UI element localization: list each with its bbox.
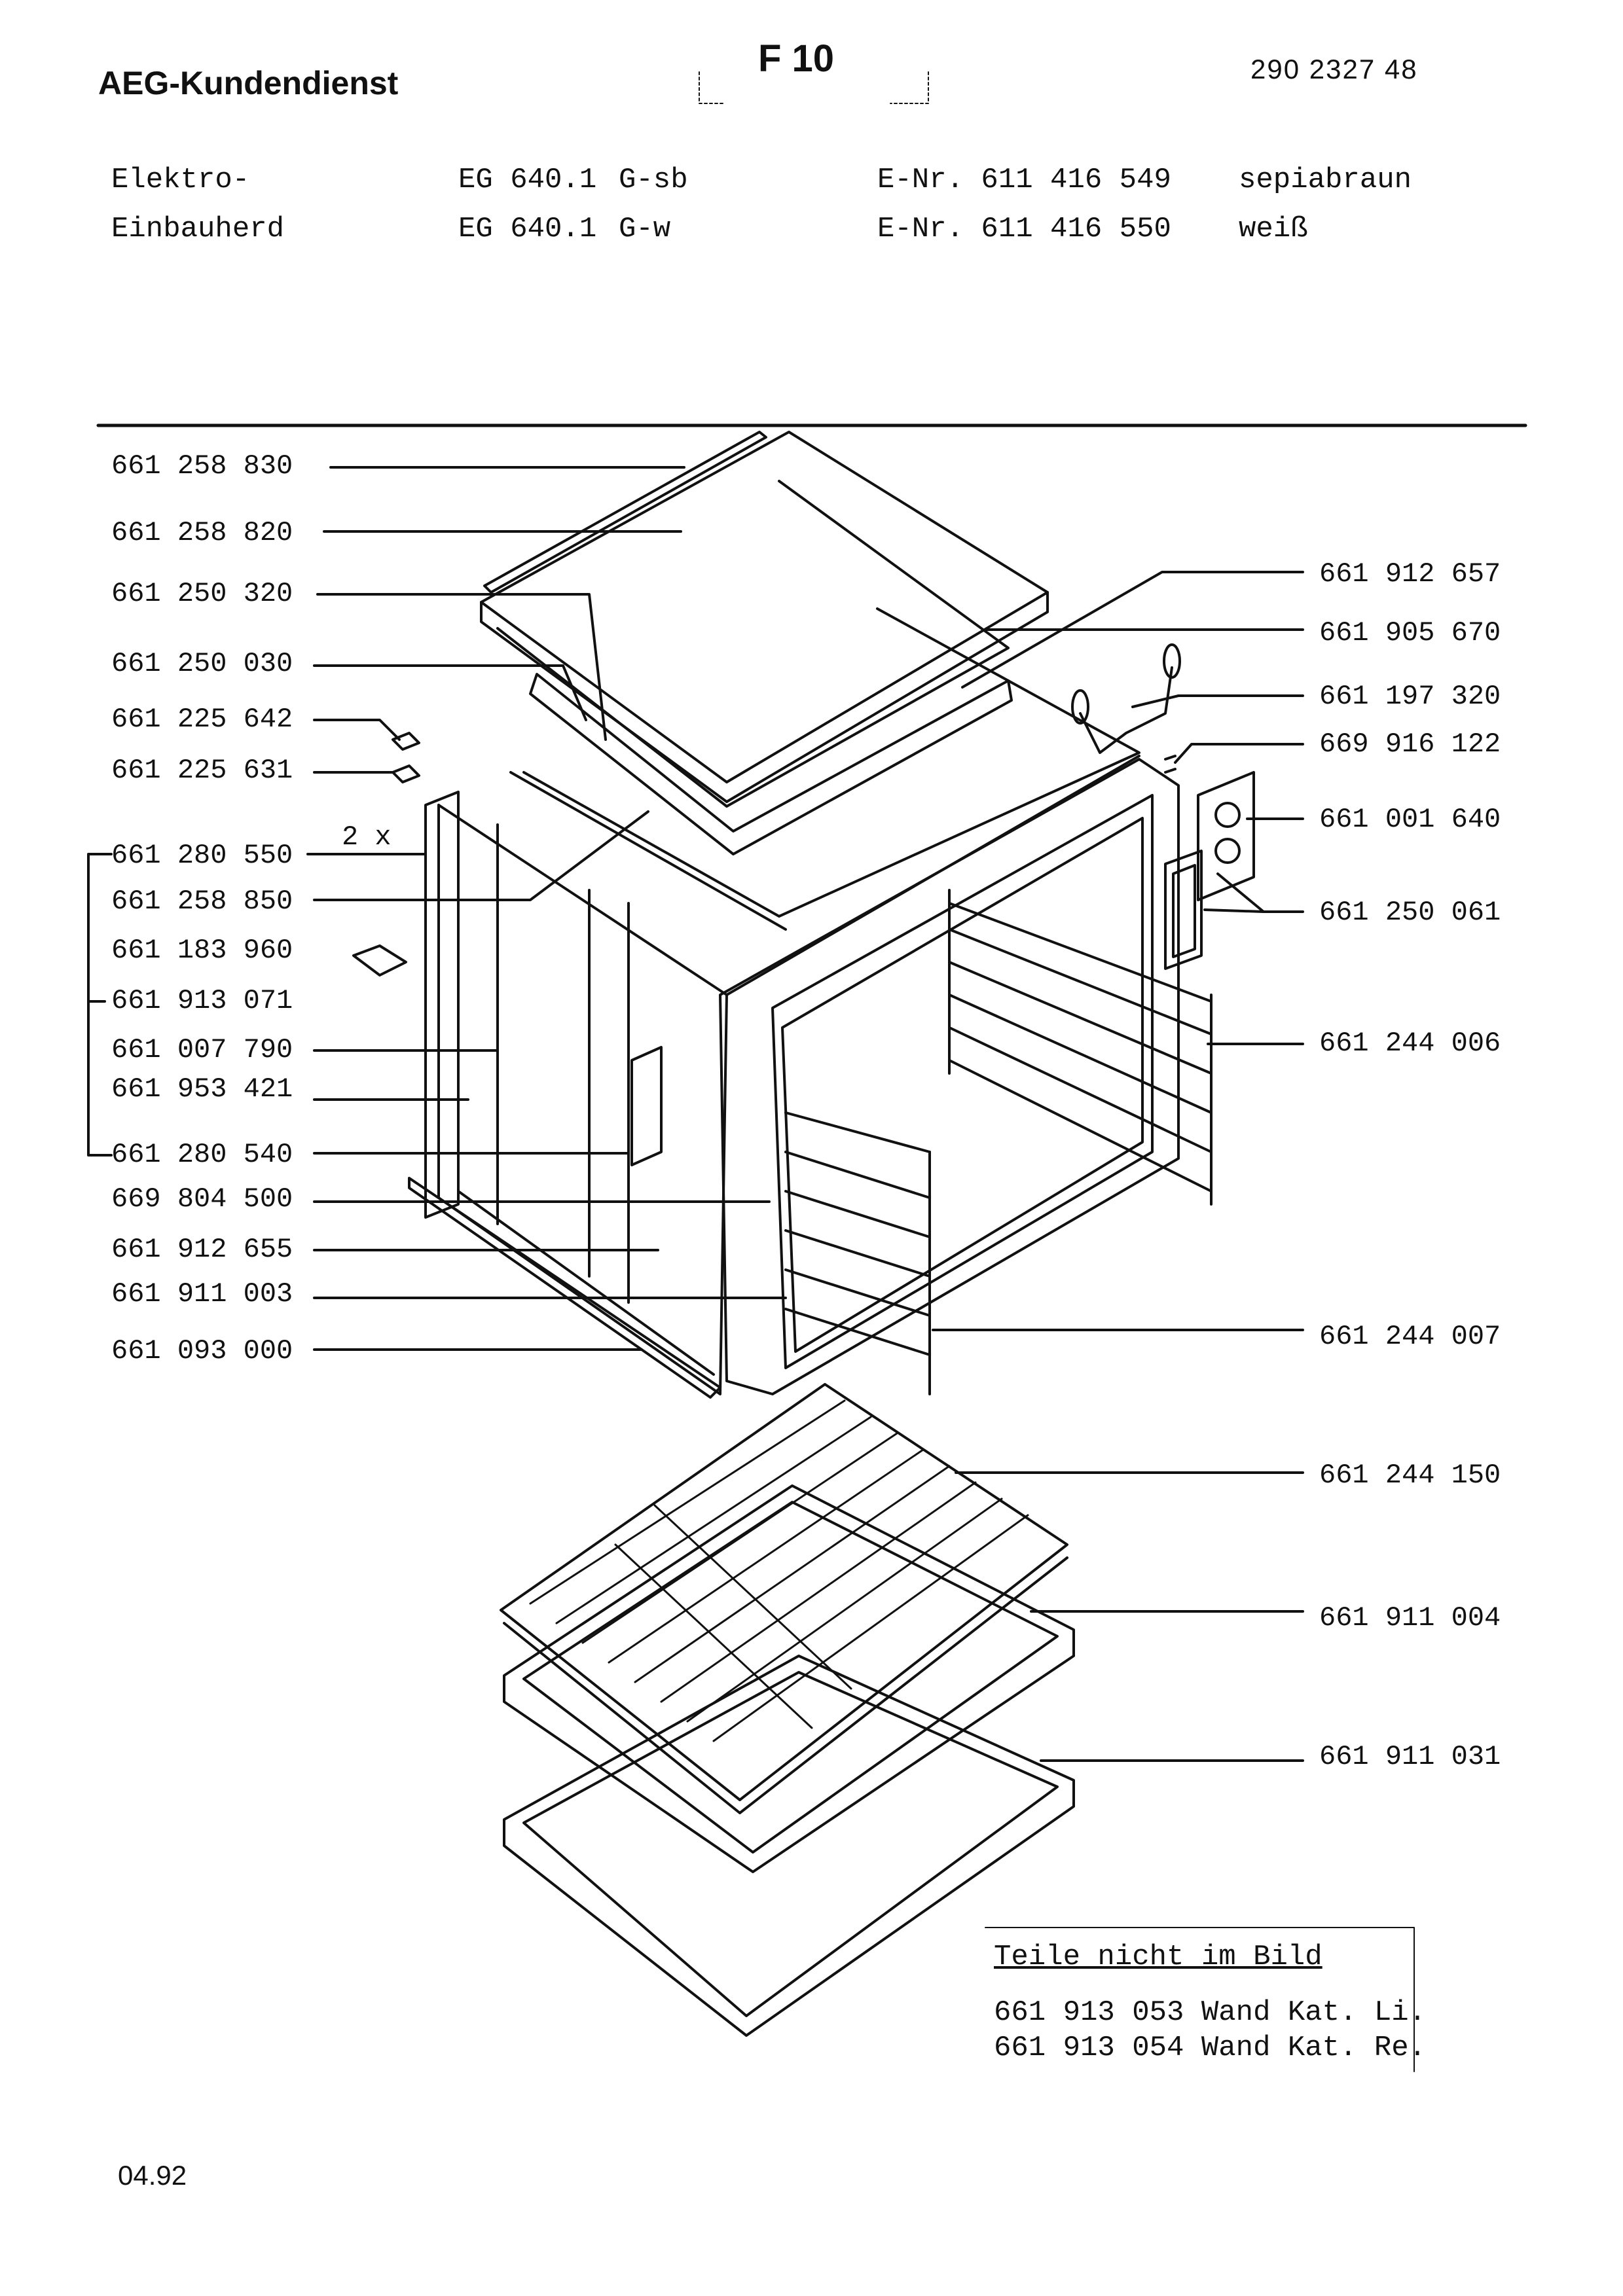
- model-variant-2: G-w: [619, 213, 671, 245]
- part-label-right-8: 661 244 007: [1319, 1321, 1501, 1352]
- part-label-left-12: 661 953 421: [111, 1073, 293, 1105]
- sheet-code: F 10: [758, 37, 835, 80]
- model-number-2: EG 640.1: [458, 213, 597, 245]
- model-enr-1: E-Nr. 611 416 549: [877, 164, 1171, 196]
- part-label-right-11: 661 911 031: [1319, 1741, 1501, 1772]
- part-label-left-5: 661 225 642: [111, 704, 293, 735]
- part-label-left-9: 661 183 960: [111, 935, 293, 966]
- part-label-left-3: 661 250 320: [111, 578, 293, 609]
- model-enr-2: E-Nr. 611 416 550: [877, 213, 1171, 245]
- model-color-1: sepiabraun: [1239, 164, 1412, 196]
- part-label-left-1: 661 258 830: [111, 450, 293, 482]
- part-label-left-10: 661 913 071: [111, 985, 293, 1016]
- model-type-1: Elektro-: [111, 164, 250, 196]
- document-number: 290 2327 48: [1250, 54, 1418, 84]
- part-label-left-17: 661 093 000: [111, 1335, 293, 1367]
- part-label-right-3: 661 197 320: [1319, 681, 1501, 712]
- notes-line-1: 661 913 053 Wand Kat. Li.: [994, 1996, 1427, 2029]
- part-label-left-7: 661 280 550: [111, 840, 293, 871]
- part-label-right-7: 661 244 006: [1319, 1028, 1501, 1059]
- part-label-right-10: 661 911 004: [1319, 1602, 1501, 1634]
- part-label-left-6: 661 225 631: [111, 755, 293, 786]
- model-color-2: weiß: [1239, 213, 1308, 245]
- quantity-note: 2 x: [342, 821, 392, 853]
- part-label-right-6: 661 250 061: [1319, 897, 1501, 928]
- part-label-left-15: 661 912 655: [111, 1234, 293, 1265]
- notes-line-2: 661 913 054 Wand Kat. Re.: [994, 2032, 1427, 2064]
- part-label-left-14: 669 804 500: [111, 1183, 293, 1215]
- part-label-right-5: 661 001 640: [1319, 804, 1501, 835]
- part-label-left-4: 661 250 030: [111, 648, 293, 679]
- part-label-right-4: 669 916 122: [1319, 728, 1501, 760]
- part-label-right-1: 661 912 657: [1319, 558, 1501, 590]
- brand-title: AEG-Kundendienst: [98, 65, 399, 101]
- model-type-2: Einbauherd: [111, 213, 285, 245]
- part-label-right-9: 661 244 150: [1319, 1460, 1501, 1491]
- part-label-left-8: 661 258 850: [111, 886, 293, 917]
- part-label-left-16: 661 911 003: [111, 1278, 293, 1310]
- model-number-1: EG 640.1: [458, 164, 597, 196]
- notes-title: Teile nicht im Bild: [994, 1941, 1322, 1973]
- revision-date: 04.92: [118, 2160, 187, 2191]
- part-label-left-11: 661 007 790: [111, 1034, 293, 1066]
- model-variant-1: G-sb: [619, 164, 688, 196]
- part-label-left-2: 661 258 820: [111, 517, 293, 548]
- part-label-right-2: 661 905 670: [1319, 617, 1501, 649]
- part-label-left-13: 661 280 540: [111, 1139, 293, 1170]
